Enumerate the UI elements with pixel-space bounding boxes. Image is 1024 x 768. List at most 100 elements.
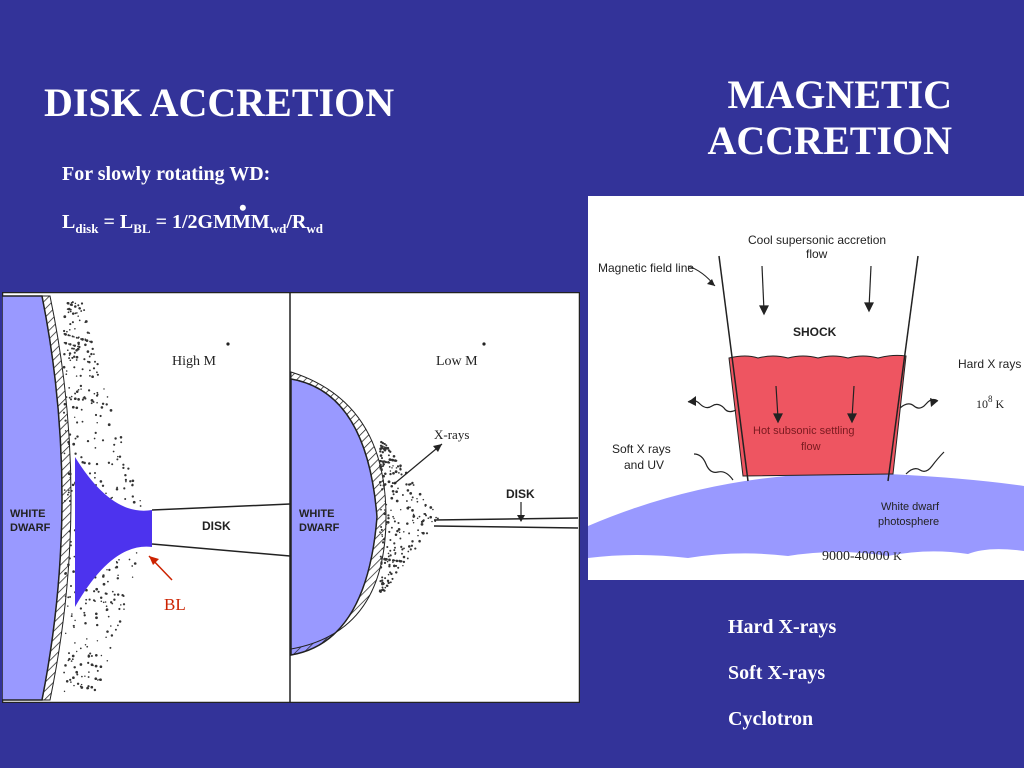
stipple-dot [88,671,90,673]
stipple-dot [86,360,89,363]
stipple-dot [76,390,79,393]
stipple-dot [125,480,127,483]
stipple-dot [100,654,103,657]
stipple-dot [379,555,382,558]
stipple-dot [62,365,66,369]
stipple-dot [395,467,398,469]
cool-flow-label-1: Cool supersonic accretion [748,233,886,247]
stipple-dot [90,655,93,657]
stipple-dot [381,541,385,544]
stipple-dot [72,570,75,573]
stipple-dot [114,628,117,631]
stipple-dot [383,449,386,452]
stipple-dot [81,675,83,678]
stipple-dot [381,488,384,491]
stipple-dot [90,340,93,344]
stipple-dot [387,447,390,450]
stipple-dot [94,413,98,417]
stipple-dot [429,515,433,519]
stipple-dot [89,652,92,655]
stipple-dot [388,563,391,566]
stipple-dot [105,592,108,595]
stipple-dot [68,396,71,399]
stipple-dot [390,485,393,488]
bullet-soft-xrays: Soft X-rays [728,662,826,684]
stipple-dot [390,572,393,576]
stipple-dot [88,332,91,334]
stipple-dot [388,530,391,533]
stipple-dot [88,472,92,475]
stipple-dot [388,461,391,464]
disk-accretion-figure: WHITE DWARF DISK High M BL WHITE DWARF D… [1,291,581,704]
stipple-dot [83,614,86,617]
stipple-dot [69,398,73,401]
stipple-dot [379,454,383,457]
stipple-dot [73,555,76,558]
stipple-dot [417,529,420,532]
stipple-dot [116,593,120,596]
stipple-dot [118,559,120,561]
stipple-dot [71,405,75,409]
magnetic-accretion-figure: Cool supersonic accretion flow Magnetic … [588,196,1024,580]
stipple-dot [96,373,99,376]
stipple-dot [380,526,383,528]
stipple-dot [115,487,119,491]
stipple-dot [68,352,72,355]
stipple-dot [64,595,67,598]
stipple-dot [124,478,128,482]
stipple-dot [80,310,83,312]
stipple-dot [63,452,66,455]
stipple-dot [70,395,73,398]
stipple-dot [94,360,96,363]
stipple-dot [70,615,73,618]
disk-outline-low [433,517,579,529]
stipple-dot [86,439,90,443]
stipple-dot [74,312,77,315]
stipple-dot [94,677,98,681]
stipple-dot [379,450,382,453]
stipple-dot [67,440,70,444]
stipple-dot [400,473,403,476]
settling-label-2: flow [801,441,821,453]
stipple-dot [78,319,81,322]
stipple-dot [110,601,113,604]
stipple-dot [393,520,396,523]
stipple-dot [70,308,72,311]
stipple-dot [97,590,100,593]
stipple-dot [69,359,72,362]
stipple-dot [83,611,86,614]
stipple-dot [73,626,75,629]
stipple-dot [77,345,79,348]
stipple-dot [87,685,90,688]
stipple-dot [432,508,434,511]
stipple-dot [69,476,72,479]
stipple-dot [114,437,117,440]
stipple-dot [81,420,84,423]
field-line-right [887,255,919,482]
stipple-dot [394,553,396,555]
stipple-dot [85,598,88,601]
disk-label-low: DISK [506,487,535,501]
stipple-dot [76,682,80,685]
stipple-dot [75,336,78,339]
hot-temp-label: 108 K [976,394,1005,411]
stipple-dot [407,545,411,548]
stipple-dot [380,468,383,472]
stipple-dot [96,391,99,394]
stipple-dot [63,499,66,502]
stipple-dot [385,444,388,447]
stipple-dot [425,514,427,517]
stipple-dot [393,517,395,520]
stipple-dot [421,531,423,534]
stipple-dot [388,558,391,562]
stipple-dot [106,569,108,571]
stipple-dot [71,483,75,487]
stipple-dot [64,430,67,432]
stipple-dot [84,343,87,347]
stipple-dot [378,480,382,484]
slow-rotation-text: For slowly rotating WD: [62,163,271,185]
stipple-dot [73,355,76,358]
stipple-dot [70,301,73,304]
stipple-dot [90,402,93,405]
stipple-dot [392,515,394,518]
